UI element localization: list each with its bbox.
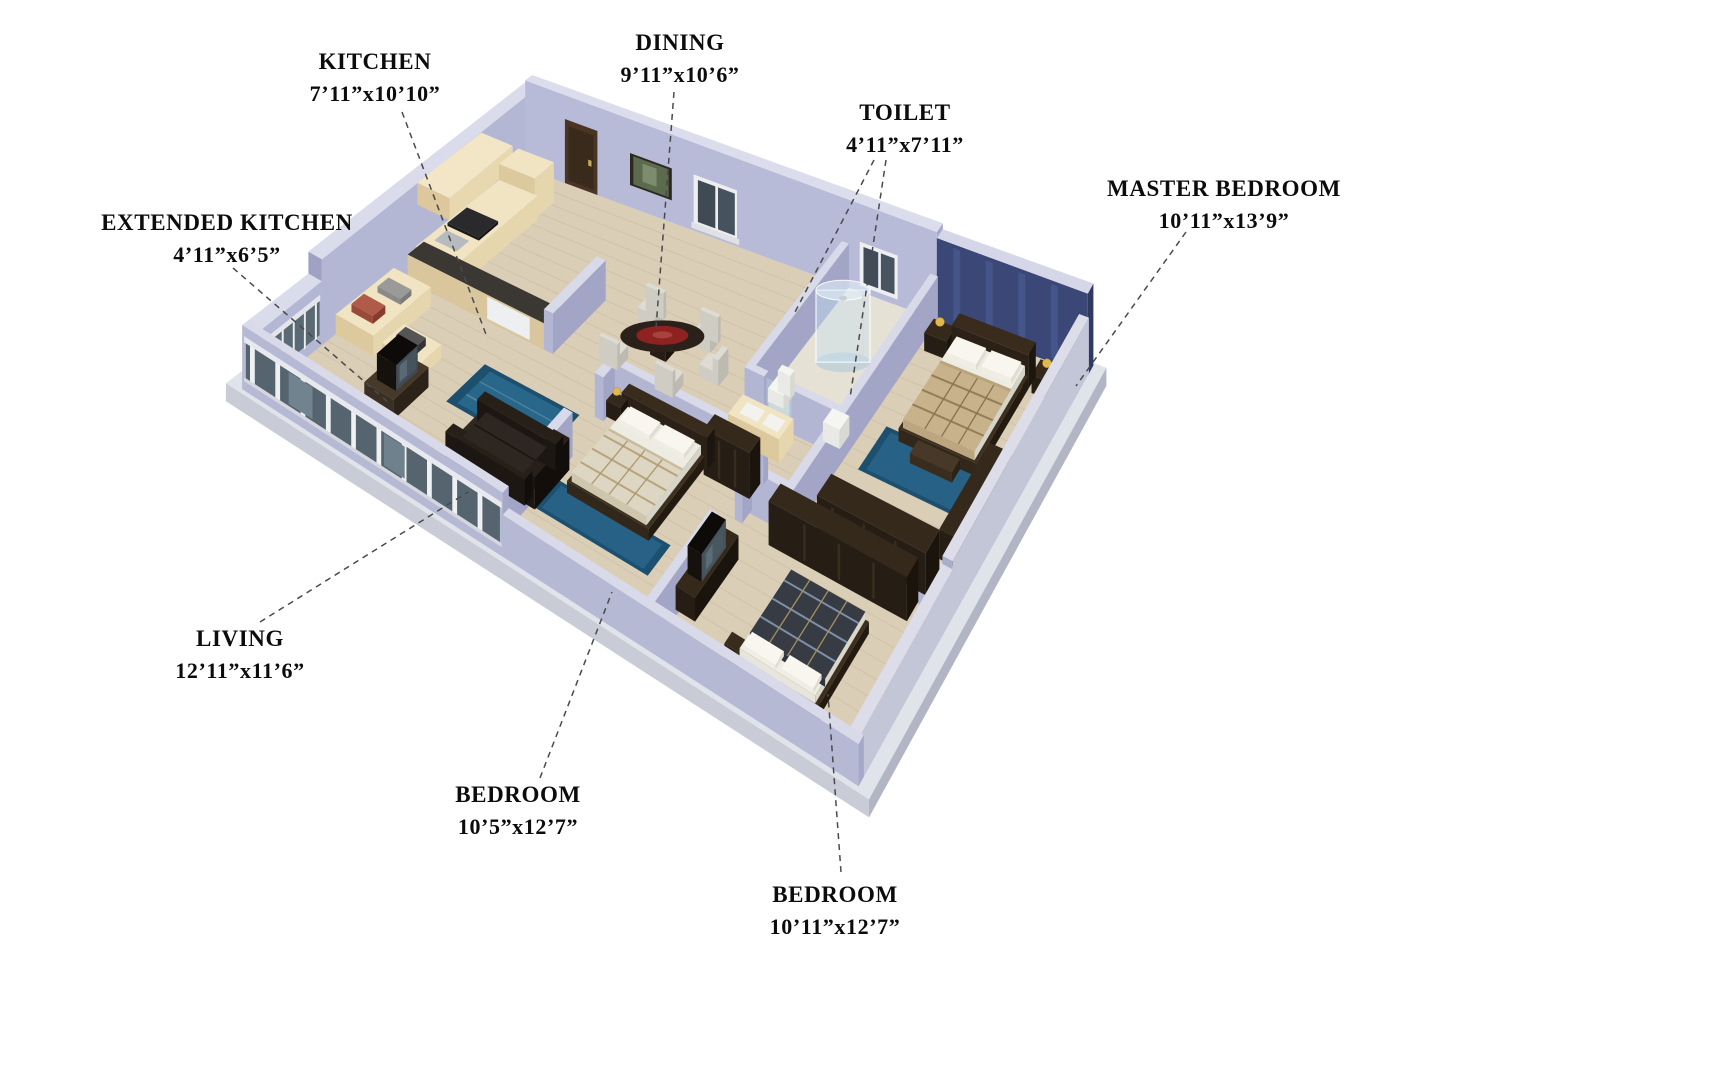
- room-label-dining: DINING 9’11”x10’6”: [620, 27, 739, 91]
- room-name: MASTER BEDROOM: [1107, 176, 1341, 201]
- leader-line-living: [259, 491, 469, 623]
- room-name: TOILET: [859, 100, 951, 125]
- leader-line-master-bedroom: [1075, 231, 1187, 387]
- walls-front: [242, 320, 864, 787]
- room-name: KITCHEN: [318, 49, 432, 74]
- room-name: BEDROOM: [772, 882, 898, 907]
- room-dimensions: 7’11”x10’10”: [309, 81, 441, 106]
- room-label-bedroom-1: BEDROOM 10’5”x12’7”: [455, 779, 581, 843]
- wall-accent: [936, 229, 1094, 376]
- room-dimensions: 12’11”x11’6”: [175, 658, 305, 683]
- room-label-extended-kitchen: EXTENDED KITCHEN 4’11”x6’5”: [101, 207, 353, 271]
- room-dimensions: 10’11”x12’7”: [769, 914, 901, 939]
- room-dimensions: 4’11”x6’5”: [173, 242, 281, 267]
- leader-line-kitchen: [401, 111, 488, 338]
- leader-line-extended-kitchen: [232, 267, 389, 403]
- room-name: LIVING: [196, 626, 284, 651]
- toilet-fixtures: [767, 279, 871, 449]
- room-label-toilet: TOILET 4’11”x7’11”: [846, 97, 964, 161]
- living-room: [364, 334, 570, 510]
- room-dimensions: 4’11”x7’11”: [846, 132, 964, 157]
- room-label-master-bedroom: MASTER BEDROOM 10’11”x13’9”: [1107, 173, 1341, 237]
- walls-right: [847, 314, 1089, 787]
- bedroom-1: [567, 383, 761, 541]
- room-dimensions: 10’5”x12’7”: [457, 814, 579, 839]
- leader-line-bedroom-1: [539, 591, 613, 779]
- room-name: BEDROOM: [455, 782, 581, 807]
- leader-line-toilet-1: [793, 159, 875, 315]
- room-dimensions: 10’11”x13’9”: [1158, 208, 1290, 233]
- room-label-bedroom-2: BEDROOM 10’11”x12’7”: [770, 879, 901, 943]
- room-name: EXTENDED KITCHEN: [101, 210, 353, 235]
- room-label-kitchen: KITCHEN 7’11”x10’10”: [310, 46, 441, 110]
- room-name: DINING: [635, 30, 725, 55]
- room-dimensions: 9’11”x10’6”: [620, 62, 740, 87]
- leader-line-dining: [655, 91, 675, 329]
- kitchen: [407, 132, 606, 354]
- leader-line-bedroom-2: [827, 693, 842, 873]
- room-label-living: LIVING 12’11”x11’6”: [175, 623, 304, 687]
- leader-line-toilet-2: [849, 159, 887, 399]
- bedroom-2: [675, 483, 919, 734]
